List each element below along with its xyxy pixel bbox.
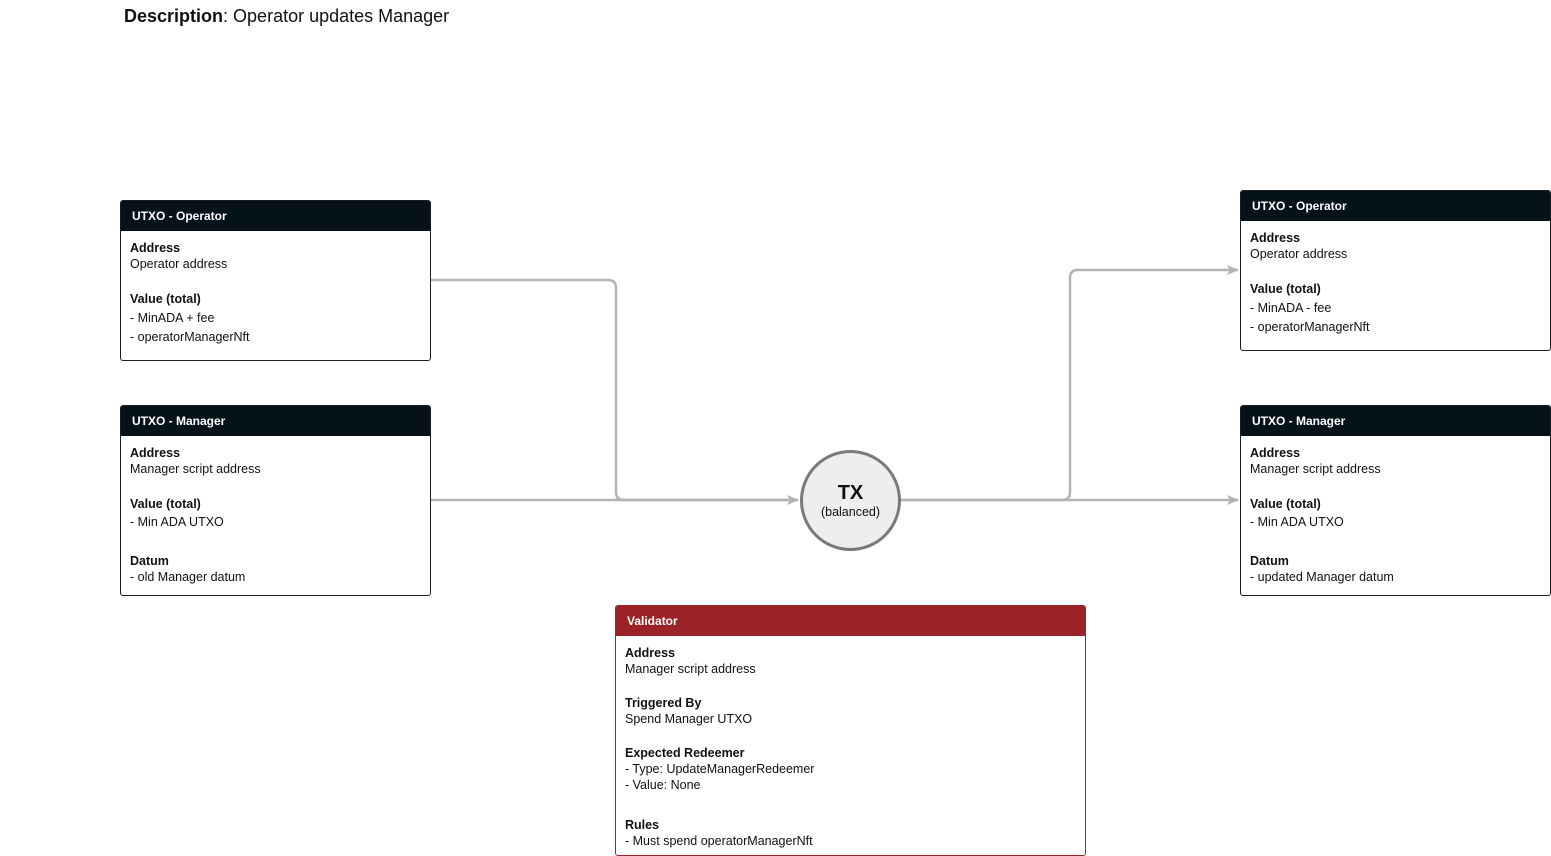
section-label: Value (total) <box>130 292 201 306</box>
section-value: - MinADA - fee <box>1250 301 1332 315</box>
section-value: Manager script address <box>625 662 756 676</box>
validator-card: Validator Address Manager script address… <box>615 605 1086 856</box>
section-value: - Min ADA UTXO <box>1250 515 1344 529</box>
address-section: Address Manager script address <box>625 645 1076 677</box>
address-section: Address Operator address <box>1250 230 1541 262</box>
card-title: UTXO - Operator <box>121 201 430 231</box>
expected-redeemer-section: Expected Redeemer - Type: UpdateManagerR… <box>625 745 1076 793</box>
value-section: Value (total) - MinADA + fee - operatorM… <box>130 291 421 347</box>
section-label: Datum <box>130 554 169 568</box>
datum-section: Datum - old Manager datum <box>130 553 421 585</box>
value-section: Value (total) - MinADA - fee - operatorM… <box>1250 281 1541 337</box>
card-title: Validator <box>616 606 1085 636</box>
section-label: Datum <box>1250 554 1289 568</box>
section-value: Manager script address <box>130 462 261 476</box>
triggered-by-section: Triggered By Spend Manager UTXO <box>625 695 1076 727</box>
value-section: Value (total) - Min ADA UTXO <box>130 496 421 530</box>
section-value: - Min ADA UTXO <box>130 515 224 529</box>
section-label: Value (total) <box>1250 282 1321 296</box>
section-label: Address <box>1250 231 1301 245</box>
section-label: Value (total) <box>1250 497 1321 511</box>
diagram-description: Description: Operator updates Manager <box>124 6 450 26</box>
value-section: Value (total) - Min ADA UTXO <box>1250 496 1541 530</box>
tx-node: TX (balanced) <box>800 450 901 551</box>
connector-operator-output <box>901 265 1239 502</box>
section-value: - old Manager datum <box>130 570 246 584</box>
tx-subtitle: (balanced) <box>820 504 881 519</box>
section-label: Expected Redeemer <box>625 746 745 760</box>
address-section: Address Manager script address <box>1250 445 1541 477</box>
connector-operator-input <box>431 278 799 505</box>
section-value: - operatorManagerNft <box>130 330 250 344</box>
section-value: - Value: None <box>625 778 701 792</box>
section-value: - Type: UpdateManagerRedeemer <box>625 762 815 776</box>
card-title: UTXO - Operator <box>1241 191 1550 221</box>
section-label: Triggered By <box>625 696 702 710</box>
description-label: Description <box>124 6 224 26</box>
section-value: Manager script address <box>1250 462 1381 476</box>
section-value: Operator address <box>130 257 228 271</box>
section-label: Address <box>1250 446 1301 460</box>
output-utxo-manager-card: UTXO - Manager Address Manager script ad… <box>1240 405 1551 596</box>
output-utxo-operator-card: UTXO - Operator Address Operator address… <box>1240 190 1551 351</box>
section-value: - operatorManagerNft <box>1250 320 1370 334</box>
section-label: Address <box>130 446 181 460</box>
section-label: Rules <box>625 818 660 832</box>
input-utxo-operator-card: UTXO - Operator Address Operator address… <box>120 200 431 361</box>
tx-title: TX <box>837 481 864 504</box>
section-value: - MinADA + fee <box>130 311 215 325</box>
section-label: Address <box>130 241 181 255</box>
section-value: Operator address <box>1250 247 1348 261</box>
address-section: Address Manager script address <box>130 445 421 477</box>
address-section: Address Operator address <box>130 240 421 272</box>
description-text: Operator updates Manager <box>233 6 450 26</box>
input-utxo-manager-card: UTXO - Manager Address Manager script ad… <box>120 405 431 596</box>
card-title: UTXO - Manager <box>121 406 430 436</box>
rules-section: Rules - Must spend operatorManagerNft <box>625 817 1076 849</box>
datum-section: Datum - updated Manager datum <box>1250 553 1541 585</box>
section-value: - updated Manager datum <box>1250 570 1394 584</box>
section-label: Address <box>625 646 676 660</box>
section-value: - Must spend operatorManagerNft <box>625 834 813 848</box>
section-value: Spend Manager UTXO <box>625 712 753 726</box>
card-title: UTXO - Manager <box>1241 406 1550 436</box>
section-label: Value (total) <box>130 497 201 511</box>
